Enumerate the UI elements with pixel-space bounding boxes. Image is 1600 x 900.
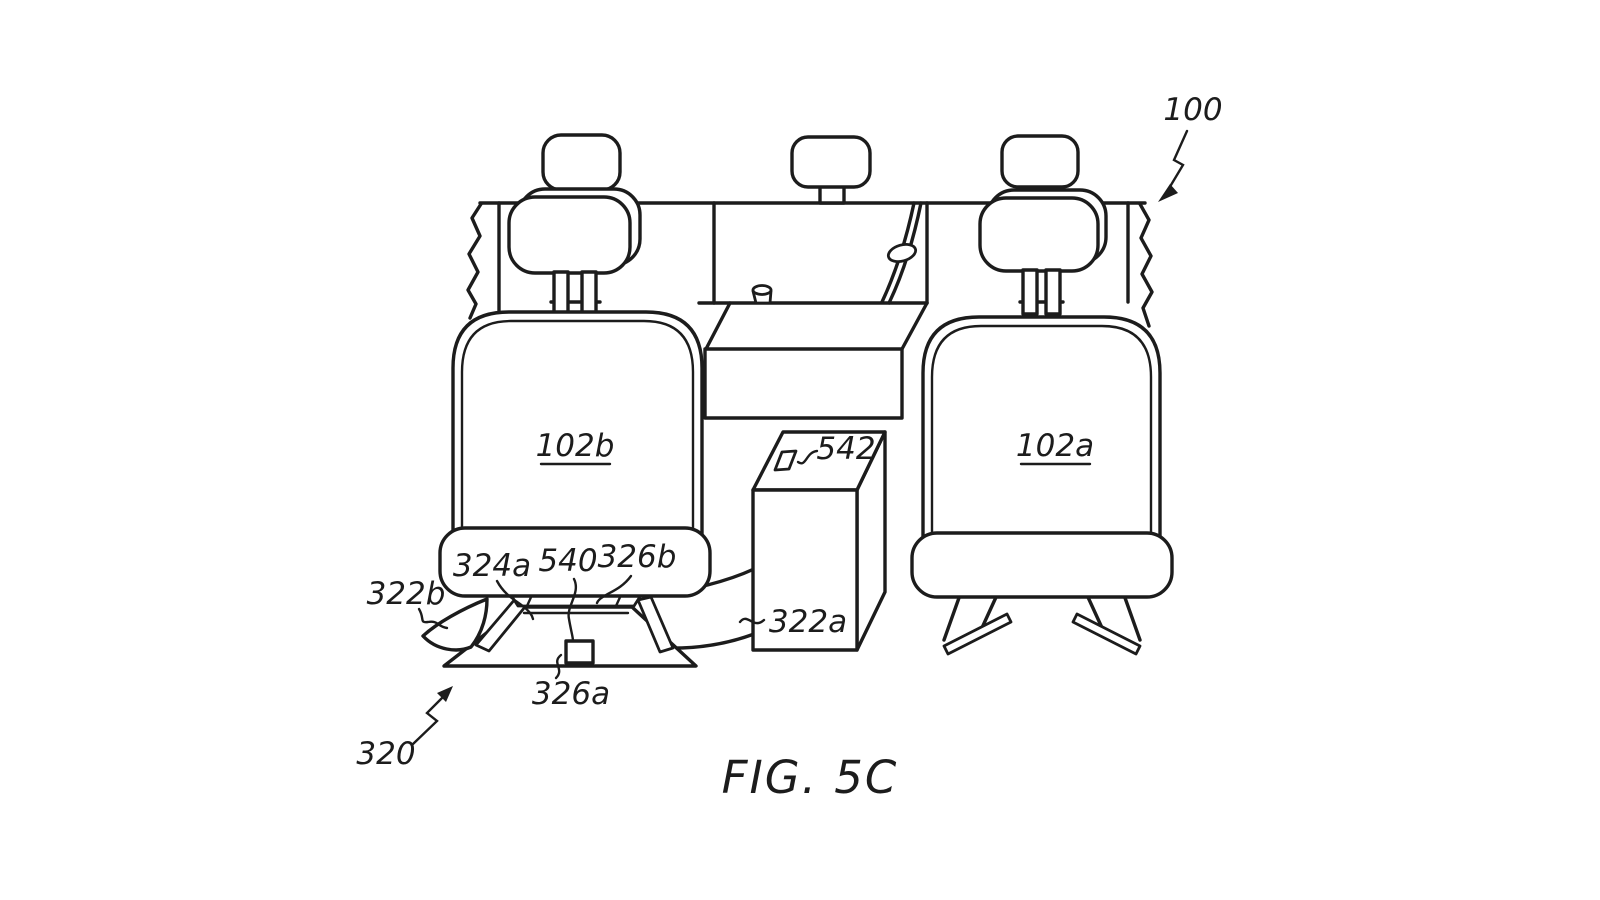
leader-542 (796, 449, 819, 465)
seat-right-102a: 102a (910, 188, 1174, 656)
leader-324a (495, 579, 535, 621)
seat-left-cushion: 324a 540 326b (438, 526, 712, 643)
storage-box-542 (751, 430, 887, 652)
label-542: 542 (816, 431, 875, 467)
rear-headrest-middle (790, 135, 872, 205)
headrest-post-left (1021, 268, 1039, 316)
arrow-320-shaft (411, 694, 446, 746)
mat-assembly-320 (421, 593, 698, 668)
leg-strut (979, 593, 999, 632)
leg-foot (1071, 612, 1142, 656)
seatback-inner-trim (460, 319, 695, 550)
seatbelt-buckle (886, 242, 918, 264)
bench-torn-edge-right (1138, 202, 1154, 328)
annotations: 322b 326a 542 322a 100 320 FIG. 5C (356, 92, 1222, 804)
seat-legs-right (942, 593, 1142, 656)
seat-leg-band-right (636, 595, 675, 654)
label-322a: 322a (769, 604, 847, 640)
leader-326b (595, 574, 633, 605)
bench-torn-edge-left (466, 202, 483, 320)
seat-left-102b: 102b (451, 187, 704, 550)
arrow-100-head (1158, 184, 1178, 202)
figure-caption: FIG. 5C (722, 751, 899, 804)
label-540: 540 (538, 543, 597, 579)
label-326b: 326b (598, 539, 677, 575)
label-326a: 326a (532, 676, 610, 712)
label-102a: 102a (1016, 428, 1094, 464)
leader-326a (554, 653, 563, 680)
middle-cushion-right-slant (900, 301, 929, 351)
sensor-square-540 (564, 639, 595, 665)
leader-322b (417, 607, 449, 630)
headrest-front (978, 196, 1100, 273)
arrow-100-shaft (1166, 129, 1189, 192)
leg-foot (942, 612, 1013, 656)
label-102b: 102b (536, 428, 615, 464)
arrow-320 (411, 686, 453, 746)
label-324a: 324a (453, 548, 531, 584)
belt-anchor-top (751, 284, 773, 296)
leader-322a (738, 617, 766, 625)
seatback (451, 310, 704, 550)
box-slot (773, 449, 798, 472)
seat-cushion (910, 531, 1174, 599)
headrest-pad (541, 133, 622, 192)
label-322b: 322b (367, 576, 446, 612)
seatback-inner-trim (930, 324, 1153, 550)
leg-strut (1085, 593, 1105, 632)
box-front-face (751, 488, 859, 652)
headrest-post-right (1044, 268, 1062, 316)
arrow-320-head (437, 686, 453, 702)
seatbelt (751, 201, 923, 305)
label-100: 100 (1163, 92, 1222, 128)
leader-540 (567, 577, 577, 643)
headrest-post-left (552, 270, 570, 318)
headrest-pad (790, 135, 872, 189)
headrest-pad (1000, 134, 1080, 189)
arrow-100 (1158, 129, 1189, 202)
leg-strut (942, 593, 962, 642)
middle-seat-cushion (703, 301, 929, 420)
headrest-front (507, 195, 632, 275)
middle-cushion-front-face (703, 347, 904, 420)
headrest-post-right (580, 270, 598, 318)
seatback (921, 315, 1162, 550)
label-320: 320 (356, 736, 415, 772)
flap-322b (421, 597, 489, 652)
leg-strut (1122, 593, 1142, 642)
middle-cushion-left-slant (704, 301, 732, 351)
